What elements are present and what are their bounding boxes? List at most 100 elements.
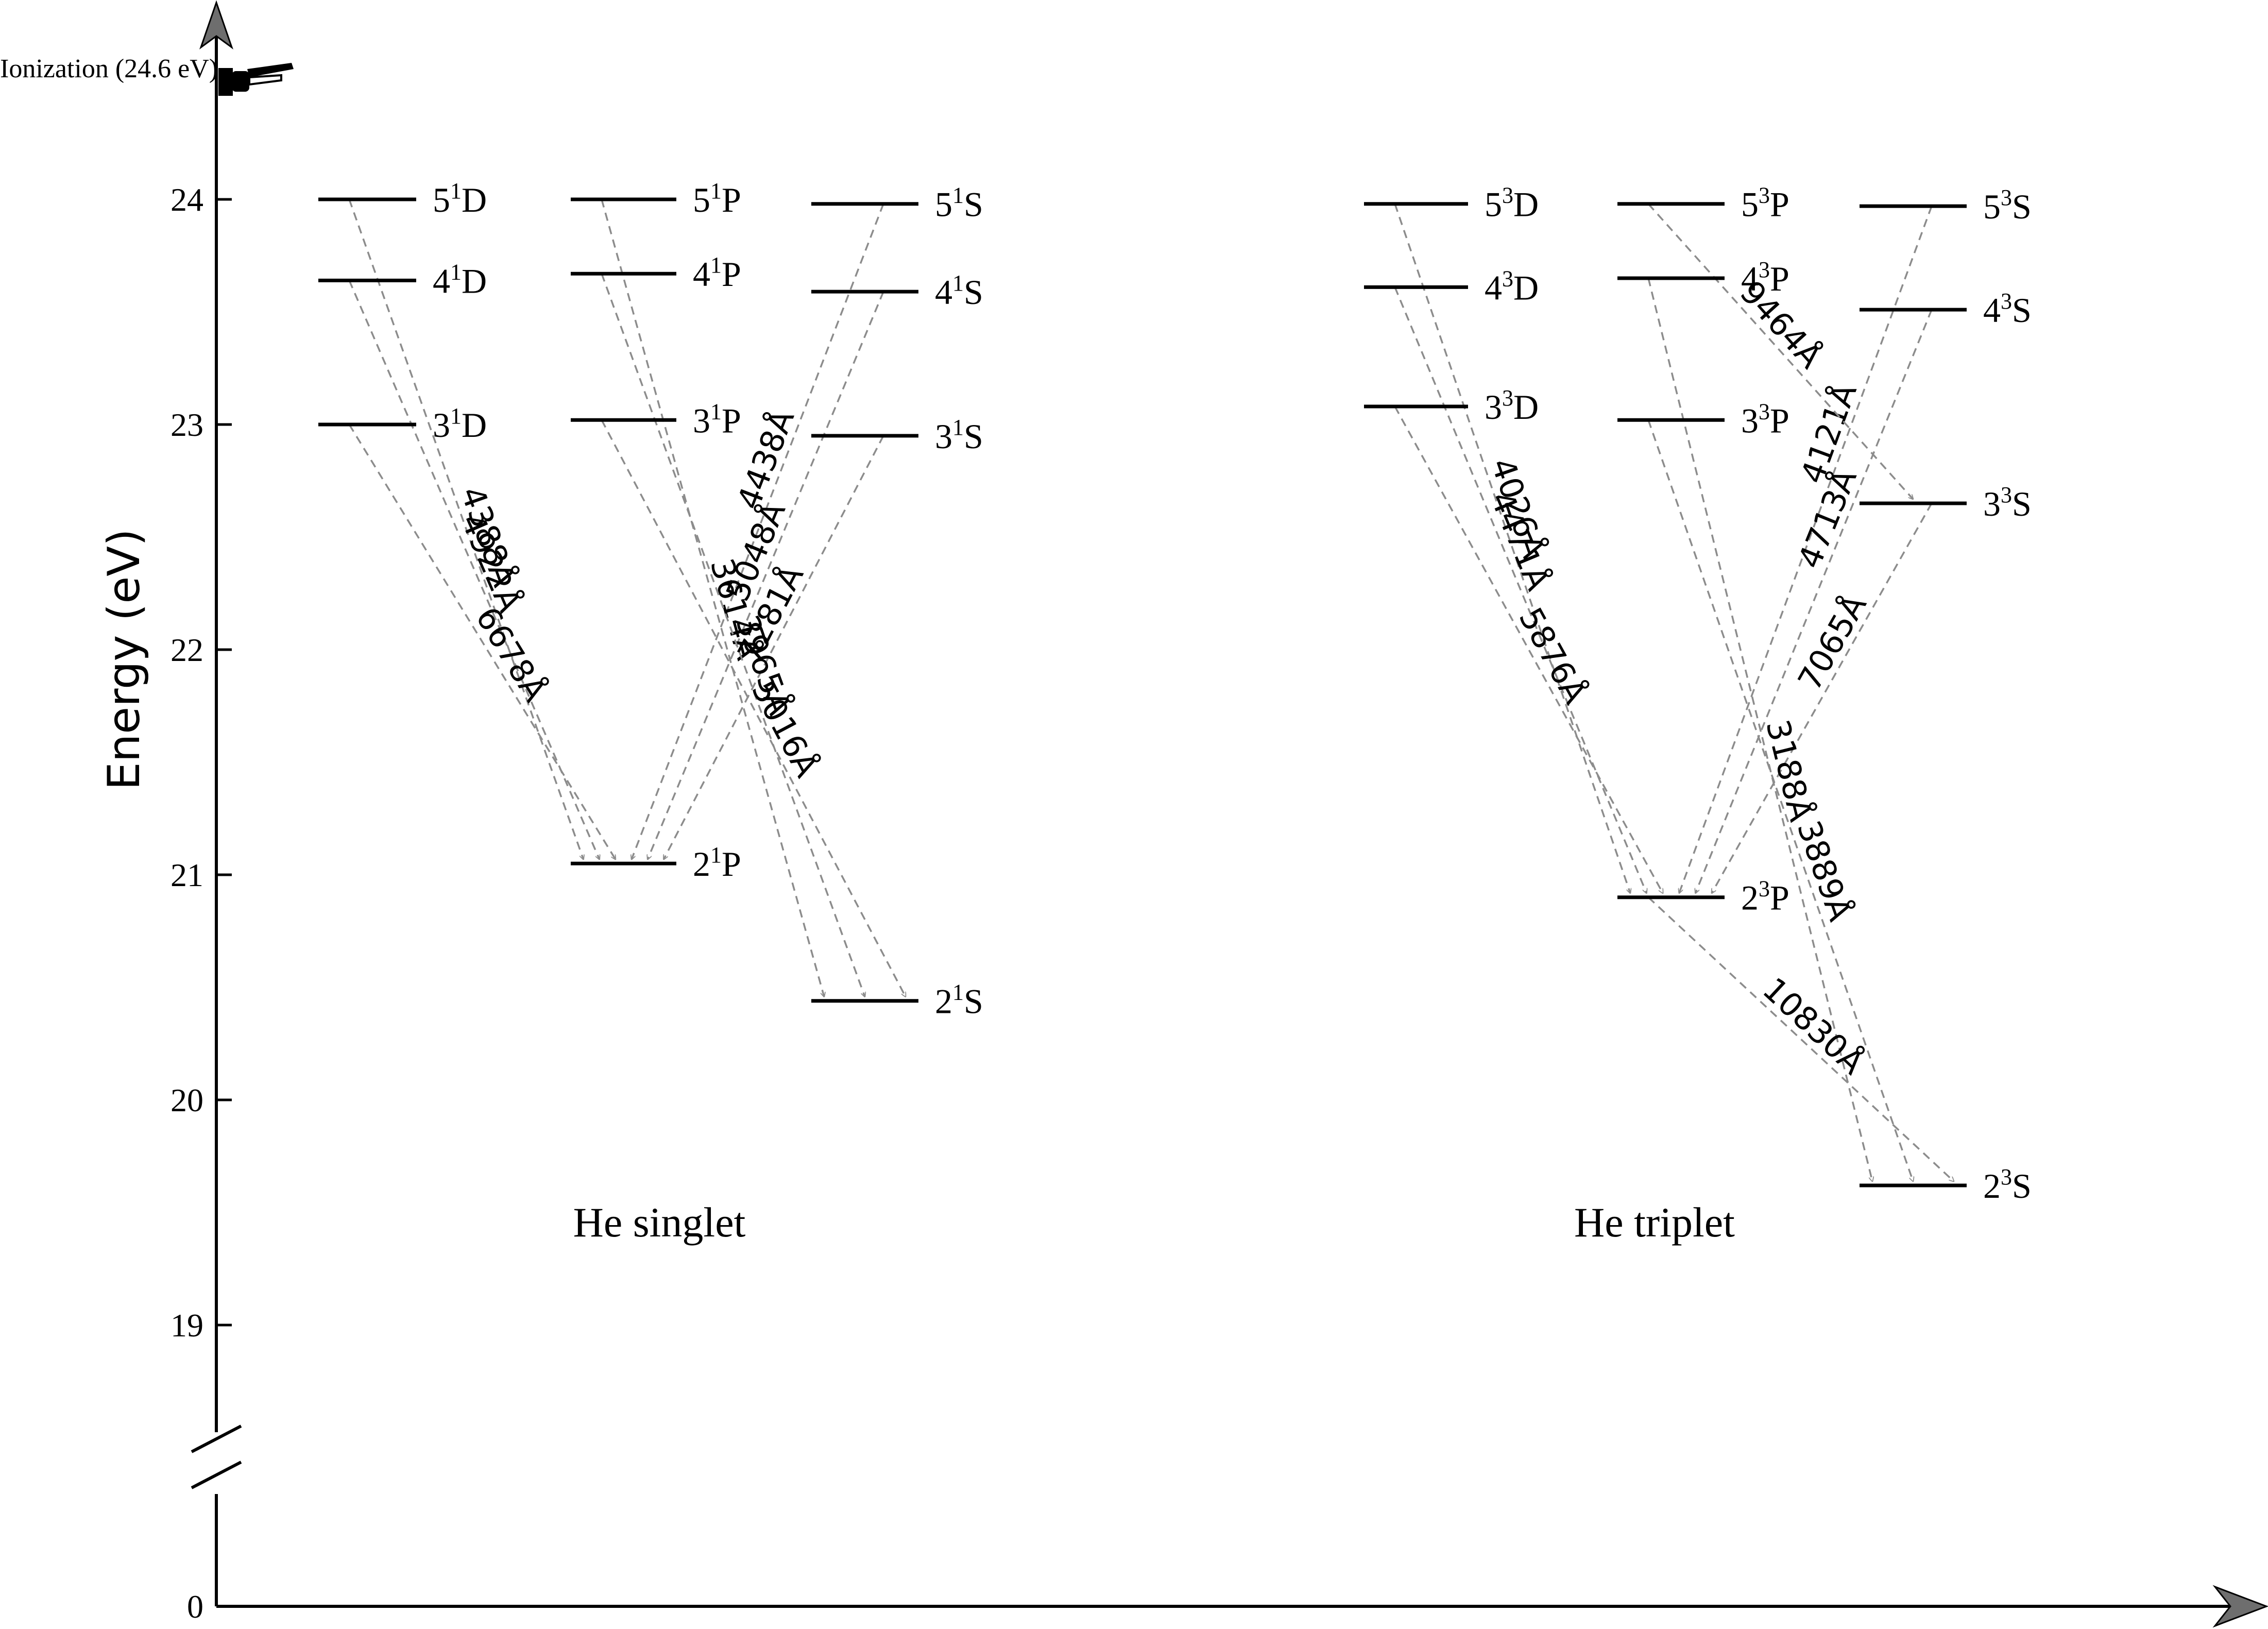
- level-term: P: [722, 844, 741, 884]
- transition-wavelength-label: 3889Å: [1790, 816, 1860, 926]
- ionization-label: Ionization (24.6 eV): [0, 54, 218, 83]
- y-tick-label: 0: [187, 1588, 203, 1625]
- level-multiplicity: 1: [952, 270, 964, 296]
- level-multiplicity: 3: [2001, 185, 2012, 210]
- transition-line: [348, 424, 616, 859]
- level-label-s2S: 21S: [935, 980, 983, 1021]
- level-multiplicity: 1: [710, 252, 722, 278]
- y-tick-label: 22: [170, 632, 203, 668]
- level-multiplicity: 1: [710, 842, 722, 868]
- level-n: 3: [1983, 484, 2001, 523]
- level-term: D: [462, 180, 487, 219]
- transition-line: [1647, 278, 1872, 1181]
- level-n: 2: [935, 982, 952, 1021]
- level-term: D: [1513, 387, 1539, 427]
- level-multiplicity: 3: [1759, 399, 1770, 424]
- level-n: 5: [1741, 185, 1759, 224]
- level-term: D: [1513, 185, 1539, 224]
- level-n: 2: [1983, 1166, 2001, 1206]
- level-label-t3D: 33D: [1485, 385, 1539, 427]
- level-label-s4S: 41S: [935, 270, 983, 312]
- level-label-s3S: 31S: [935, 415, 983, 456]
- level-n: 5: [1485, 185, 1502, 224]
- level-term: P: [1770, 401, 1789, 440]
- transition-line: [601, 273, 865, 997]
- level-label-s3D: 31D: [433, 403, 487, 445]
- level-multiplicity: 1: [450, 259, 462, 284]
- level-label-s5P: 51P: [693, 178, 741, 219]
- transition-line: [1394, 406, 1664, 893]
- level-term: S: [2012, 187, 2032, 226]
- transition-wavelength-label: 3188Å: [1759, 716, 1820, 825]
- transition-line: [662, 435, 884, 859]
- level-term: S: [2012, 1166, 2032, 1206]
- level-multiplicity: 3: [2001, 1164, 2012, 1190]
- transition-line: [348, 199, 584, 859]
- level-n: 2: [1741, 878, 1759, 918]
- level-multiplicity: 3: [2001, 289, 2012, 314]
- level-label-t2S: 23S: [1983, 1164, 2032, 1206]
- level-multiplicity: 3: [1759, 257, 1770, 282]
- transition-line: [1394, 203, 1630, 893]
- transition-wavelength-label: 10830Å: [1755, 970, 1871, 1082]
- singlet-group-label: He singlet: [573, 1199, 746, 1246]
- level-n: 4: [433, 261, 450, 300]
- level-multiplicity: 3: [2001, 482, 2012, 507]
- level-term: S: [964, 982, 983, 1021]
- level-multiplicity: 1: [710, 178, 722, 203]
- level-multiplicity: 1: [952, 415, 964, 440]
- level-n: 4: [693, 254, 710, 294]
- level-multiplicity: 1: [450, 403, 462, 429]
- y-tick-label: 23: [170, 406, 203, 443]
- level-term: S: [964, 185, 983, 224]
- level-n: 4: [1983, 291, 2001, 330]
- level-n: 5: [1983, 187, 2001, 226]
- x-axis-arrow-icon: [2212, 1585, 2268, 1628]
- y-tick-label: 19: [170, 1307, 203, 1344]
- level-term: D: [1513, 268, 1539, 307]
- level-term: P: [722, 254, 741, 294]
- level-multiplicity: 3: [1502, 385, 1513, 411]
- level-label-s2P: 21P: [693, 842, 741, 884]
- level-label-t2P: 23P: [1741, 876, 1789, 918]
- level-multiplicity: 3: [1502, 183, 1513, 208]
- triplet-group-label: He triplet: [1574, 1199, 1735, 1246]
- y-axis-ticks: 0 19 20 21 22 23 24: [170, 181, 232, 1625]
- level-multiplicity: 1: [710, 399, 722, 424]
- level-label-s3P: 31P: [693, 399, 741, 440]
- level-label-t5D: 53D: [1485, 183, 1539, 224]
- level-multiplicity: 3: [1502, 266, 1513, 291]
- level-term: D: [462, 261, 487, 300]
- level-multiplicity: 3: [1759, 183, 1770, 208]
- level-label-t5S: 53S: [1983, 185, 2032, 226]
- level-n: 4: [1485, 268, 1502, 307]
- level-multiplicity: 1: [952, 980, 964, 1005]
- level-term: S: [2012, 291, 2032, 330]
- transition-wavelength-label: 7065Å: [1790, 588, 1874, 697]
- level-label-s5S: 51S: [935, 183, 983, 224]
- level-term: S: [964, 417, 983, 456]
- transition-wavelength-label: 5876Å: [1512, 601, 1595, 710]
- transition-line: [1695, 309, 1933, 893]
- transition-wavelength-label: 6678Å: [468, 600, 554, 708]
- level-label-t4S: 43S: [1983, 289, 2032, 330]
- level-label-s4D: 41D: [433, 259, 487, 300]
- level-term: S: [964, 273, 983, 312]
- y-tick-label: 21: [170, 857, 203, 893]
- level-n: 3: [1741, 401, 1759, 440]
- level-n: 2: [693, 844, 710, 884]
- transition-line: [1647, 419, 1913, 1181]
- y-tick-label: 20: [170, 1082, 203, 1118]
- transition-wavelength-label: 4713Å: [1790, 464, 1864, 573]
- level-n: 5: [935, 185, 952, 224]
- energy-levels: 51D41D31D51P41P31P21P51S41S31S21S53D43D3…: [318, 178, 2032, 1206]
- y-tick-label: 24: [170, 181, 203, 218]
- transition-line: [1711, 503, 1933, 893]
- level-term: P: [1770, 185, 1789, 224]
- level-n: 5: [693, 180, 710, 219]
- pointing-hand-icon: [218, 63, 294, 96]
- level-label-s5D: 51D: [433, 178, 487, 219]
- level-term: P: [1770, 259, 1789, 298]
